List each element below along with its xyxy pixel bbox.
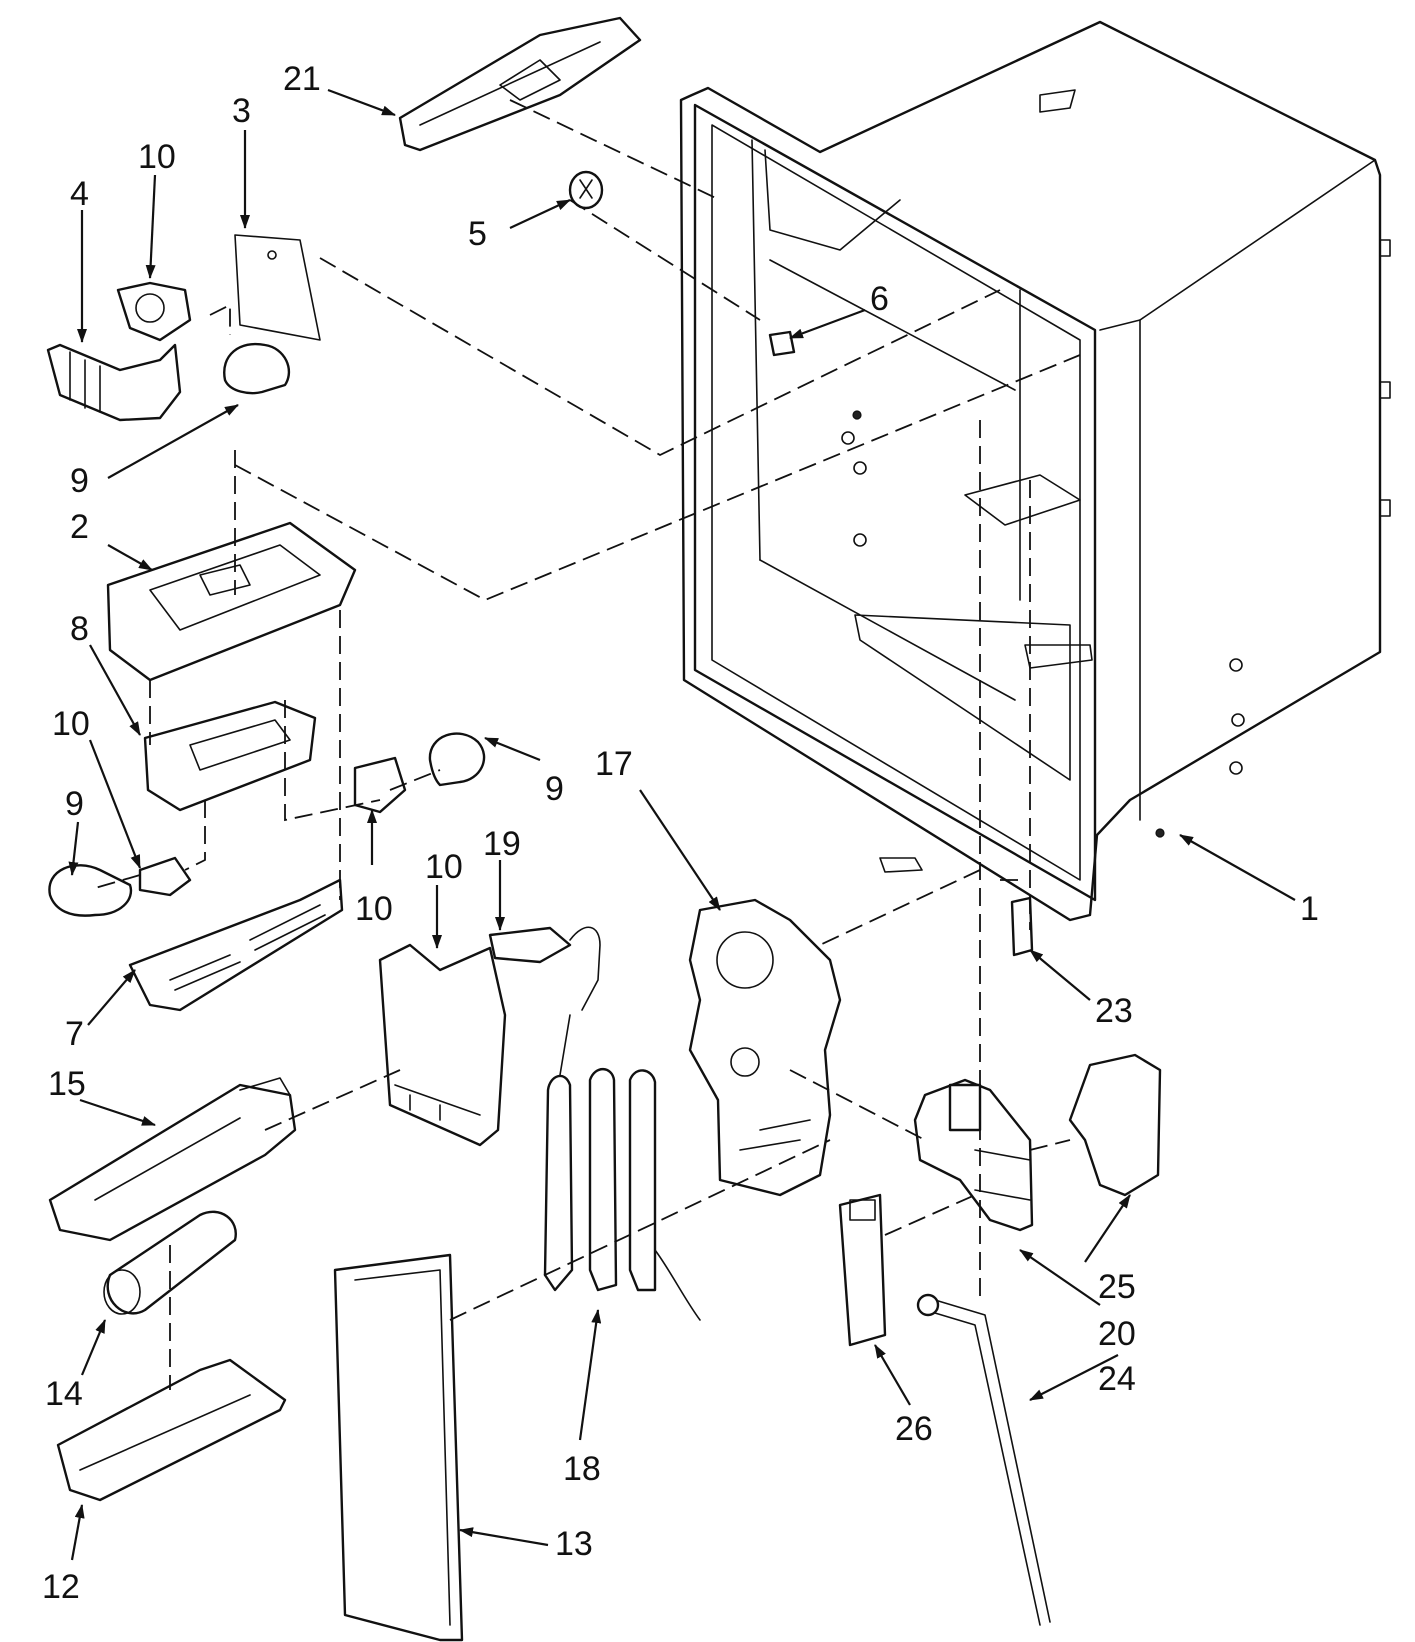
light-cover-upper-part [46,343,182,422]
callout-26: 26 [895,1410,933,1448]
socket-upper-part [116,281,192,342]
assembly-dashed-lines [94,99,1081,1390]
valve-cover-part [838,1193,887,1347]
callout-9-top: 9 [70,462,89,500]
callout-4: 4 [70,175,89,213]
callout-21: 21 [283,60,321,98]
callout-1: 1 [1300,890,1319,928]
light-cover-lower-part [128,878,344,1012]
callout-7: 7 [65,1015,84,1053]
cabinet-liner-part [679,20,1391,922]
callout-14: 14 [45,1375,83,1413]
callout-11: 10 [425,848,463,886]
callout-9-left: 9 [65,785,84,823]
callout-10-left: 10 [52,705,90,743]
callout-labels: 21 3 10 4 5 6 9 2 8 10 9 9 17 19 10 10 1… [42,60,1319,1606]
callout-20: 20 [1098,1315,1136,1353]
callout-24: 24 [1098,1360,1136,1398]
bulb-upper-part [223,342,291,395]
bulb-left-part [48,864,133,917]
access-panel-part [333,1253,464,1642]
callout-10-top: 10 [138,138,176,176]
dispenser-control-part [688,898,842,1197]
callout-23: 23 [1095,992,1133,1030]
socket-right-part [353,756,407,814]
callout-8: 8 [70,610,89,648]
filter-housing-part [48,1077,297,1242]
callout-9-right: 9 [545,770,564,808]
callout-18: 18 [563,1450,601,1488]
heater-harness-part [543,1014,701,1321]
switch-part [768,330,796,357]
housing-part [106,521,357,682]
small-connector-part [568,170,604,210]
light-shield-part [234,234,321,341]
callout-12: 12 [42,1568,80,1606]
callout-6: 6 [870,280,889,318]
callout-17: 17 [595,745,633,783]
callout-13: 13 [555,1525,593,1563]
bulb-right-part [428,732,486,787]
filter-cartridge-part [103,1210,237,1315]
leader-arrows [68,88,1296,1561]
socket-left-part [138,856,192,897]
callout-15: 15 [48,1065,86,1103]
lens-part [143,700,317,812]
callout-25: 25 [1098,1268,1136,1306]
callout-3: 3 [232,92,251,130]
callout-19: 19 [483,825,521,863]
sensor-part [488,926,601,1011]
filter-door-part [56,1358,287,1502]
water-tube-part [916,1293,1051,1626]
top-trim-part [398,16,642,152]
valve-bracket-part [1068,1053,1162,1197]
bracket-part [378,943,507,1147]
callout-5: 5 [468,215,487,253]
clip-part [1010,896,1034,957]
callout-2: 2 [70,508,89,546]
water-valve-part [913,1078,1034,1232]
callout-10-right: 10 [355,890,393,928]
